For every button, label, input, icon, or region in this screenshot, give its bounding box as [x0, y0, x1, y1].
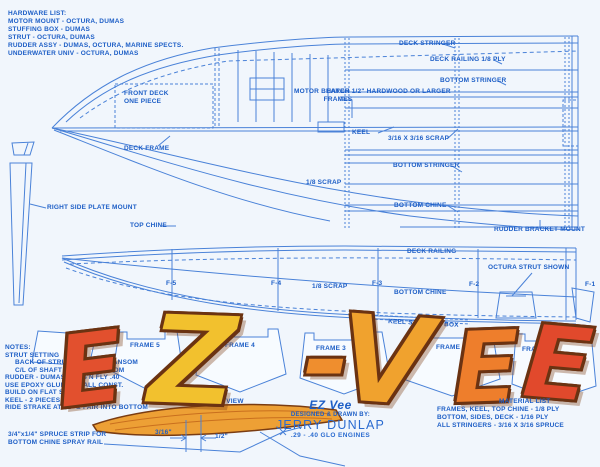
notes-line: C/L OF SHAFT 1" FROM BOTTOM — [15, 366, 125, 374]
label-deck-frame: DECK FRAME — [124, 145, 170, 152]
plan-credit: DESIGNED & DRAWN BY: — [290, 412, 371, 418]
hardware-list-title: HARDWARE LIST: — [8, 10, 67, 17]
material-list-line: FRAMES, KEEL, TOP CHINE - 1/8 PLY — [437, 406, 560, 413]
hardware-list-item: STRUT - OCTURA, DUMAS — [8, 34, 95, 41]
plan-title: EZ Vee — [309, 398, 352, 412]
label-front-deck: FRONT DECK ONE PIECE — [124, 90, 169, 105]
ride-strake-drawing — [91, 315, 441, 467]
label-scrap-1-8-plan: 1/8 SCRAP — [306, 179, 342, 186]
material-list-title: MATERIAL LIST — [499, 398, 551, 405]
label-bottom-chine-side: BOTTOM CHINE — [394, 289, 447, 296]
label-frame-1: FRAME 1 — [522, 346, 552, 353]
label-station-f3: F-3 — [372, 280, 383, 287]
label-frame-5: FRAME 5 — [130, 342, 160, 349]
hardware-list: HARDWARE LIST: MOTOR MOUNT - OCTURA, DUM… — [8, 10, 183, 58]
material-list: MATERIAL LIST FRAMES, KEEL, TOP CHINE - … — [437, 398, 564, 430]
label-dim-1-2: 1/2" — [215, 433, 228, 440]
label-deck-railing: DECK RAILING — [407, 248, 457, 255]
plan-designer: JERRY DUNLAP — [275, 418, 386, 432]
label-scrap-3-16: 3/16 X 3/16 SCRAP — [388, 135, 450, 142]
label-station-f1: F-1 — [585, 281, 596, 288]
label-spray-rail-note: 3/4"x1/4" SPRUCE STRIP FOR BOTTOM CHINE … — [8, 431, 107, 446]
label-deck-stringer: DECK STRINGER — [399, 40, 456, 47]
label-rudder-bracket-mount: RUDDER BRACKET MOUNT — [494, 226, 586, 233]
notes-line: STRUT SETTING — [5, 351, 60, 359]
notes-line: BACK OF STRUT 1" FROM TRANSOM — [15, 359, 138, 366]
label-bottom-stringer-upper: BOTTOM STRINGER — [440, 77, 507, 84]
title-block: EZ Vee DESIGNED & DRAWN BY: JERRY DUNLAP… — [268, 398, 393, 439]
label-station-f5: F-5 — [166, 280, 177, 287]
notes-block: NOTES: STRUT SETTING BACK OF STRUT 1" FR… — [5, 344, 148, 412]
label-deck-railing-ply: DECK RAILING 1/8 PLY — [430, 56, 506, 63]
material-list-line: BOTTOM, SIDES, DECK - 1/16 PLY — [437, 414, 549, 421]
notes-line: KEEL - 2 PIECES 1/8 PLY — [5, 396, 87, 404]
hardware-list-item: UNDERWATER UNIV - OCTURA, DUMAS — [8, 50, 139, 57]
label-bottom-stringer-lower: BOTTOM STRINGER — [393, 162, 460, 169]
hardware-list-item: STUFFING BOX - DUMAS — [8, 26, 90, 33]
notes-line: RUDDER - DUMAS DRAG'N FLY .40 — [5, 374, 120, 381]
label-motor-bearer: MOTOR BEARER 1/2" HARDWOOD OR LARGER — [294, 88, 451, 95]
hardware-list-item: RUDDER ASSY - DUMAS, OCTURA, MARINE SPEC… — [8, 42, 184, 49]
label-station-f2: F-2 — [469, 281, 480, 288]
label-keel: KEEL — [352, 129, 371, 136]
label-right-side-plate-mount: RIGHT SIDE PLATE MOUNT — [47, 204, 137, 211]
plan-view-drawing — [9, 35, 579, 306]
label-frame-3: FRAME 3 — [316, 345, 346, 352]
label-frame-2: FRAME 2 — [436, 344, 466, 351]
frame-part-outlines — [31, 328, 597, 401]
label-frame-4: FRAME 4 — [225, 342, 255, 349]
label-ride-strake-view: RIDE STRAKE VIEW — [178, 398, 244, 405]
label-bottom-chine-plan: BOTTOM CHINE — [394, 202, 447, 209]
label-top-chine: TOP CHINE — [130, 222, 167, 229]
plan-engines: .29 - .40 GLO ENGINES — [290, 432, 371, 439]
notes-line: USE EPOXY GLUE FOR ALL CONST. — [5, 381, 124, 389]
hardware-list-item: MOTOR MOUNT - OCTURA, DUMAS — [8, 18, 125, 25]
side-view-drawing — [61, 220, 595, 325]
label-hatch-frames: HATCH FRAMES — [323, 88, 353, 103]
label-scrap-1-8-side: 1/8 SCRAP — [312, 283, 348, 290]
notes-line: BUILD ON FLAT SURFACE — [5, 389, 92, 396]
notes-title: NOTES: — [5, 344, 31, 351]
label-octura-strut: OCTURA STRUT SHOWN — [488, 264, 570, 271]
label-station-f4: F-4 — [271, 280, 282, 287]
notes-line: RIDE STRAKE AT 22° & FAIR INTO BOTTOM — [5, 404, 149, 411]
label-dim-3-16: 3/16" — [155, 429, 172, 436]
material-list-line: ALL STRINGERS - 3/16 X 3/16 SPRUCE — [437, 422, 564, 429]
